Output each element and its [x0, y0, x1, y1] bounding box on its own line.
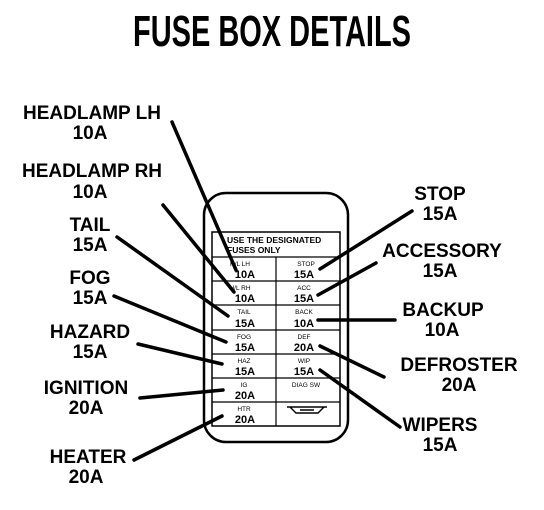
- fuse-cell-amp-ig: 20A: [235, 390, 255, 402]
- fuse-cell-amp-tail: 15A: [235, 318, 255, 330]
- box-header-line-1: USE THE DESIGNATED: [227, 235, 321, 245]
- callout-amp-backup: 10A: [425, 320, 460, 341]
- callout-label-hazard: HAZARD: [50, 322, 130, 343]
- leader-line-heater: [132, 414, 224, 462]
- callout-label-backup: BACKUP: [402, 300, 484, 321]
- callout-label-stop: STOP: [414, 184, 466, 205]
- fuse-cell-amp-hl-lh: 10A: [235, 269, 255, 281]
- fuse-cell-amp-fog: 15A: [235, 342, 255, 354]
- fuse-cell-name-hl-lh: H/L LH: [230, 261, 250, 268]
- fuse-cell-amp-stop: 15A: [294, 269, 314, 281]
- fuse-cell-amp-back: 10A: [294, 318, 314, 330]
- leader-line-defroster: [318, 344, 386, 379]
- callout-amp-headlamp-rh: 10A: [73, 182, 108, 203]
- callout-label-accessory: ACCESSORY: [382, 241, 502, 262]
- callout-label-ignition: IGNITION: [44, 378, 128, 399]
- fuse-cell-name-wip: WIP: [298, 358, 310, 365]
- callout-amp-heater: 20A: [69, 467, 104, 488]
- callout-amp-wipers: 15A: [423, 435, 458, 456]
- fuse-box-outline: [202, 191, 350, 444]
- fuse-cell-name-htr: HTR: [237, 406, 251, 413]
- leader-line-fog: [112, 294, 228, 344]
- callout-amp-defroster: 20A: [442, 375, 477, 396]
- callout-amp-accessory: 15A: [423, 261, 458, 282]
- callout-label-fog: FOG: [69, 268, 110, 289]
- box-header-line-2: FUSES ONLY: [227, 245, 281, 255]
- fuse-cell-name-def: DEF: [298, 334, 311, 341]
- fuse-cell-amp-hl-rh: 10A: [235, 293, 255, 305]
- callout-label-wipers: WIPERS: [403, 415, 478, 436]
- fuse-cell-amp-acc: 15A: [294, 293, 314, 305]
- callout-amp-hazard: 15A: [73, 342, 108, 363]
- callout-label-headlamp-lh: HEADLAMP LH: [23, 103, 161, 124]
- leader-line-wipers: [318, 368, 402, 429]
- fuse-cell-name-fog: FOG: [237, 334, 251, 341]
- leader-line-headlamp-lh: [170, 120, 238, 272]
- fuse-cell-amp-def: 20A: [294, 342, 314, 354]
- callout-label-tail: TAIL: [70, 215, 111, 236]
- leader-line-ignition: [138, 388, 225, 400]
- leader-line-tail: [115, 235, 230, 318]
- callout-label-heater: HEATER: [50, 447, 127, 468]
- diag-connector-icon: [287, 406, 327, 414]
- diag-switch-label: DIAG SW: [292, 382, 321, 389]
- callout-label-defroster: DEFROSTER: [400, 355, 517, 376]
- callout-amp-ignition: 20A: [69, 398, 104, 419]
- callout-label-headlamp-rh: HEADLAMP RH: [22, 161, 162, 182]
- leader-line-headlamp-rh: [161, 203, 236, 294]
- callout-amp-stop: 15A: [423, 204, 458, 225]
- callout-amp-fog: 15A: [73, 288, 108, 309]
- callout-amp-headlamp-lh: 10A: [73, 123, 108, 144]
- fuse-cell-name-hl-rh: H/L RH: [229, 285, 250, 292]
- fuse-cell-amp-haz: 15A: [235, 366, 255, 378]
- fuse-cell-name-haz: HAZ: [238, 358, 251, 365]
- fuse-cell-name-acc: ACC: [297, 285, 311, 292]
- leader-line-accessory: [316, 261, 378, 297]
- leader-line-hazard: [136, 342, 224, 366]
- fuse-cell-name-ig: IG: [241, 382, 248, 389]
- fuse-cell-amp-wip: 15A: [294, 366, 314, 378]
- diagram-title: FUSE BOX DETAILS: [133, 7, 411, 56]
- fuse-cell-name-stop: STOP: [297, 261, 315, 268]
- callout-amp-tail: 15A: [73, 235, 108, 256]
- fuse-cell-amp-htr: 20A: [235, 414, 255, 426]
- fuse-cell-name-tail: TAIL: [237, 309, 251, 316]
- fuse-cell-name-back: BACK: [295, 309, 313, 316]
- leader-line-stop: [318, 209, 414, 271]
